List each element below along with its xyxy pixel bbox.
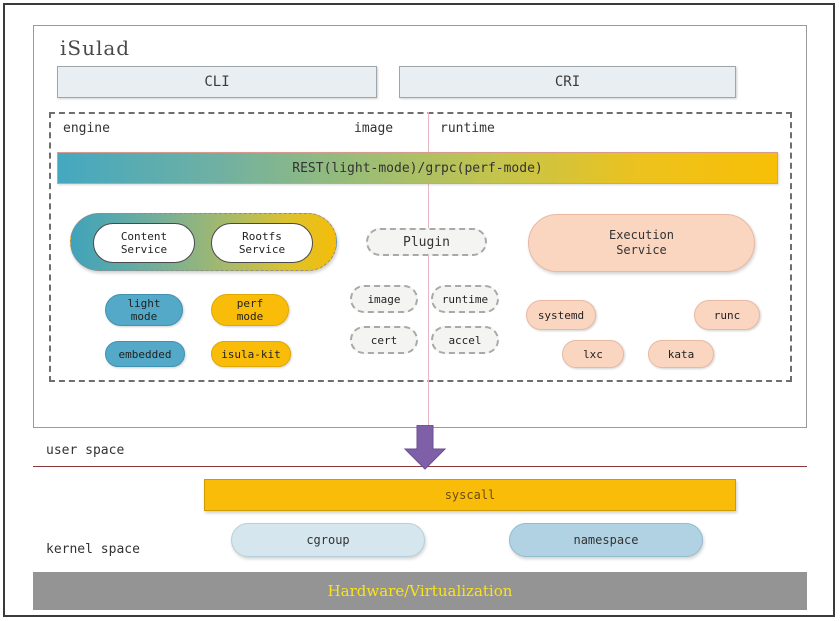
page-title: iSulad	[60, 36, 131, 60]
down-arrow-icon	[404, 425, 446, 470]
light-mode-pill[interactable]: light mode	[105, 294, 183, 326]
execution-service-line2: Service	[616, 243, 667, 257]
hardware-virtualization-bar: Hardware/Virtualization	[33, 572, 807, 610]
plugin-image-pill[interactable]: image	[350, 285, 418, 313]
cli-box[interactable]: CLI	[57, 66, 377, 98]
perf-mode-line1: perf	[236, 297, 264, 310]
content-service-box[interactable]: Content Service	[93, 223, 195, 263]
column-label-runtime: runtime	[440, 121, 495, 136]
plugin-accel-pill[interactable]: accel	[431, 326, 499, 354]
lxc-pill[interactable]: lxc	[562, 340, 624, 368]
rootfs-service-line1: Rootfs	[242, 230, 282, 243]
plugin-runtime-pill[interactable]: runtime	[431, 285, 499, 313]
cgroup-box[interactable]: cgroup	[231, 523, 425, 557]
vertical-divider	[428, 112, 429, 428]
cri-box[interactable]: CRI	[399, 66, 736, 98]
runc-pill[interactable]: runc	[694, 300, 760, 330]
content-service-line2: Service	[120, 243, 168, 256]
kernel-space-label: kernel space	[46, 542, 140, 557]
rest-grpc-bar: REST(light-mode)/grpc(perf-mode)	[57, 152, 778, 184]
perf-mode-pill[interactable]: perf mode	[211, 294, 289, 326]
perf-mode-line2: mode	[236, 310, 264, 323]
plugin-box[interactable]: Plugin	[366, 228, 487, 256]
isula-kit-pill[interactable]: isula-kit	[211, 341, 291, 367]
namespace-box[interactable]: namespace	[509, 523, 703, 557]
light-mode-line2: mode	[130, 310, 158, 323]
systemd-pill[interactable]: systemd	[526, 300, 596, 330]
kata-pill[interactable]: kata	[648, 340, 714, 368]
execution-service-line1: Execution	[608, 228, 675, 242]
syscall-bar: syscall	[204, 479, 736, 511]
rootfs-service-box[interactable]: Rootfs Service	[211, 223, 313, 263]
embedded-pill[interactable]: embedded	[105, 341, 185, 367]
outer-frame	[3, 3, 835, 617]
user-kernel-separator	[33, 466, 807, 467]
column-label-image: image	[354, 121, 394, 136]
plugin-cert-pill[interactable]: cert	[350, 326, 418, 354]
execution-service-box[interactable]: Execution Service	[528, 214, 755, 272]
content-service-line1: Content	[120, 230, 168, 243]
user-space-label: user space	[46, 443, 125, 458]
rootfs-service-line2: Service	[238, 243, 286, 256]
engine-region-box	[49, 112, 792, 382]
column-label-engine: engine	[63, 121, 110, 136]
engine-service-group: Content Service Rootfs Service	[70, 213, 337, 271]
light-mode-line1: light	[127, 297, 161, 310]
